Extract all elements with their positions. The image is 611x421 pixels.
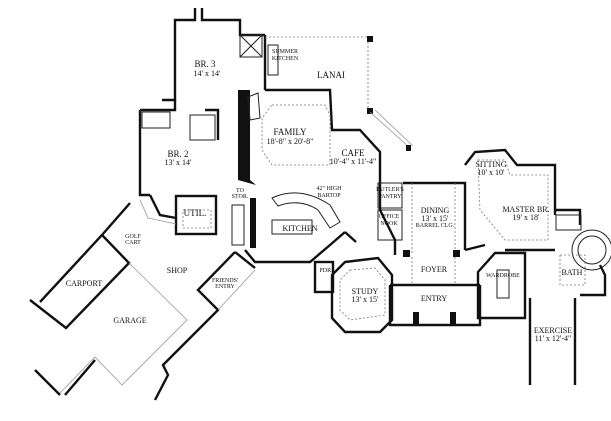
office-nook-label-2: NOOK	[380, 221, 398, 227]
exercise-label: EXERCISE	[534, 326, 572, 335]
dining-note: BARREL CLG.	[416, 223, 455, 229]
br2-label: BR. 2	[167, 149, 188, 159]
br3-label: BR. 3	[194, 59, 216, 69]
kitchen-label: KITCHEN	[282, 224, 317, 233]
family-dims: 18'-8" x 20'-8"	[267, 137, 314, 146]
summer-kitchen-label: SUMMER	[272, 49, 298, 55]
master-label: MASTER BR.	[502, 205, 549, 214]
family-label: FAMILY	[274, 127, 307, 137]
summer-kitchen-label-2: KITCHEN	[272, 56, 299, 62]
room-labels: BR. 3 14' x 14' SUMMER KITCHEN LANAI FAM…	[66, 49, 583, 343]
lanai-label: LANAI	[317, 70, 345, 80]
to-stor-label-2: STOR.	[232, 194, 249, 200]
br3-dims: 14' x 14'	[194, 69, 221, 78]
garage-label: GARAGE	[113, 316, 146, 325]
study-label: STUDY	[352, 287, 379, 296]
golf-cart-label-2: CART	[125, 240, 141, 246]
dining-label: DINING	[421, 206, 450, 215]
cafe-dims: 10'-4" x 11'-4"	[330, 157, 376, 166]
bartop-label: 42" HIGH	[317, 186, 343, 192]
wardrobe-label: WARDROBE	[486, 273, 520, 279]
carport-label: CARPORT	[66, 279, 103, 288]
sitting-dims: 10' x 10'	[478, 168, 505, 177]
util-label: UTIL.	[184, 208, 207, 218]
cafe-label: CAFE	[341, 148, 365, 158]
sitting-label: SITTING	[475, 160, 506, 169]
butlers-pantry-label: BUTLER'S	[376, 187, 404, 193]
dining-dims: 13' x 15'	[422, 214, 449, 223]
entry-label: ENTRY	[421, 294, 447, 303]
shop-label: SHOP	[167, 266, 188, 275]
office-nook-label: OFFICE	[379, 214, 400, 220]
study-dims: 13' x 15'	[352, 295, 379, 304]
friends-entry-label-2: ENTRY	[215, 284, 235, 290]
butlers-pantry-label-2: PANTRY	[378, 194, 402, 200]
bath-label: BATH	[562, 268, 583, 277]
master-dims: 19' x 18'	[513, 213, 540, 222]
br2-dims: 13' x 14'	[165, 158, 192, 167]
golf-cart-label: GOLF	[125, 234, 141, 240]
foyer-label: FOYER	[421, 265, 448, 274]
walls	[29, 8, 611, 401]
pdr-label: PDR.	[319, 268, 333, 274]
exercise-dims: 11' x 12'-4"	[535, 334, 572, 343]
friends-entry-label: FRIENDS'	[212, 278, 238, 284]
bartop-label-2: BARTOP	[317, 193, 341, 199]
to-stor-label: TO	[236, 188, 245, 194]
